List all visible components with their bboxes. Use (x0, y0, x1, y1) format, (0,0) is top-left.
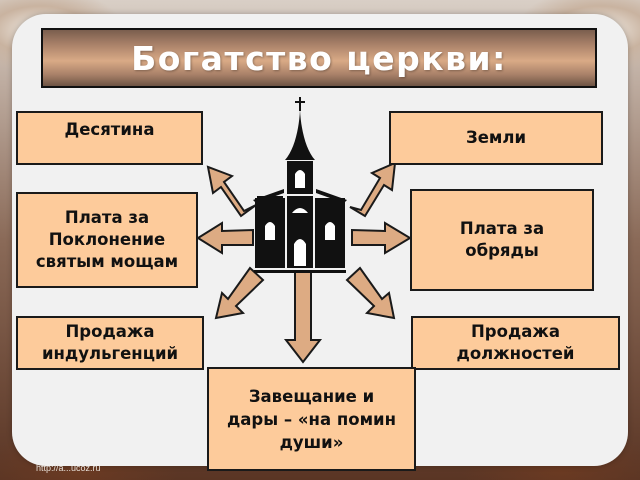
box-label-line-3: святым мощам (35, 252, 179, 271)
source-box-relics: Плата за Поклонение святым мощам (16, 192, 198, 288)
arrow-right-icon (351, 221, 412, 255)
box-label-line-2: индульгенций (41, 344, 179, 363)
church-icon (253, 97, 347, 273)
watermark-url: http://a...ucoz.ru (36, 463, 101, 473)
box-label-line-3: души» (279, 432, 344, 452)
arrow-down-right-icon (345, 266, 396, 320)
box-label-line-1: Продажа (471, 322, 560, 341)
arrow-left-icon (196, 221, 254, 255)
box-label-line-1: Плата за (459, 219, 545, 238)
box-label-line-2: дары – «на помин (226, 409, 397, 429)
box-label-line-2: должностей (456, 344, 575, 363)
box-label-line-1: Продажа (65, 322, 155, 341)
box-label: Земли (465, 128, 527, 147)
source-box-lands: Земли (389, 111, 603, 165)
box-label: Десятина (64, 120, 155, 139)
arrow-down-icon (283, 271, 323, 364)
source-box-indulgences: Продажа индульгенций (16, 316, 204, 370)
arrow-up-right-icon (349, 161, 397, 218)
source-box-rites: Плата за обряды (410, 189, 594, 291)
box-label-line-2: обряды (465, 241, 539, 260)
arrow-down-left-icon (214, 266, 265, 320)
page-title: Богатство церкви: (131, 38, 507, 78)
source-box-offices: Продажа должностей (411, 316, 620, 370)
title-banner: Богатство церкви: (41, 28, 597, 88)
source-box-bequests: Завещание и дары – «на помин души» (207, 367, 416, 471)
box-label-line-1: Плата за (64, 208, 150, 227)
box-label-line-1: Завещание и (248, 386, 375, 406)
arrow-up-left-icon (206, 165, 257, 218)
source-box-tithe: Десятина (16, 111, 203, 165)
box-label-line-2: Поклонение (48, 230, 166, 249)
